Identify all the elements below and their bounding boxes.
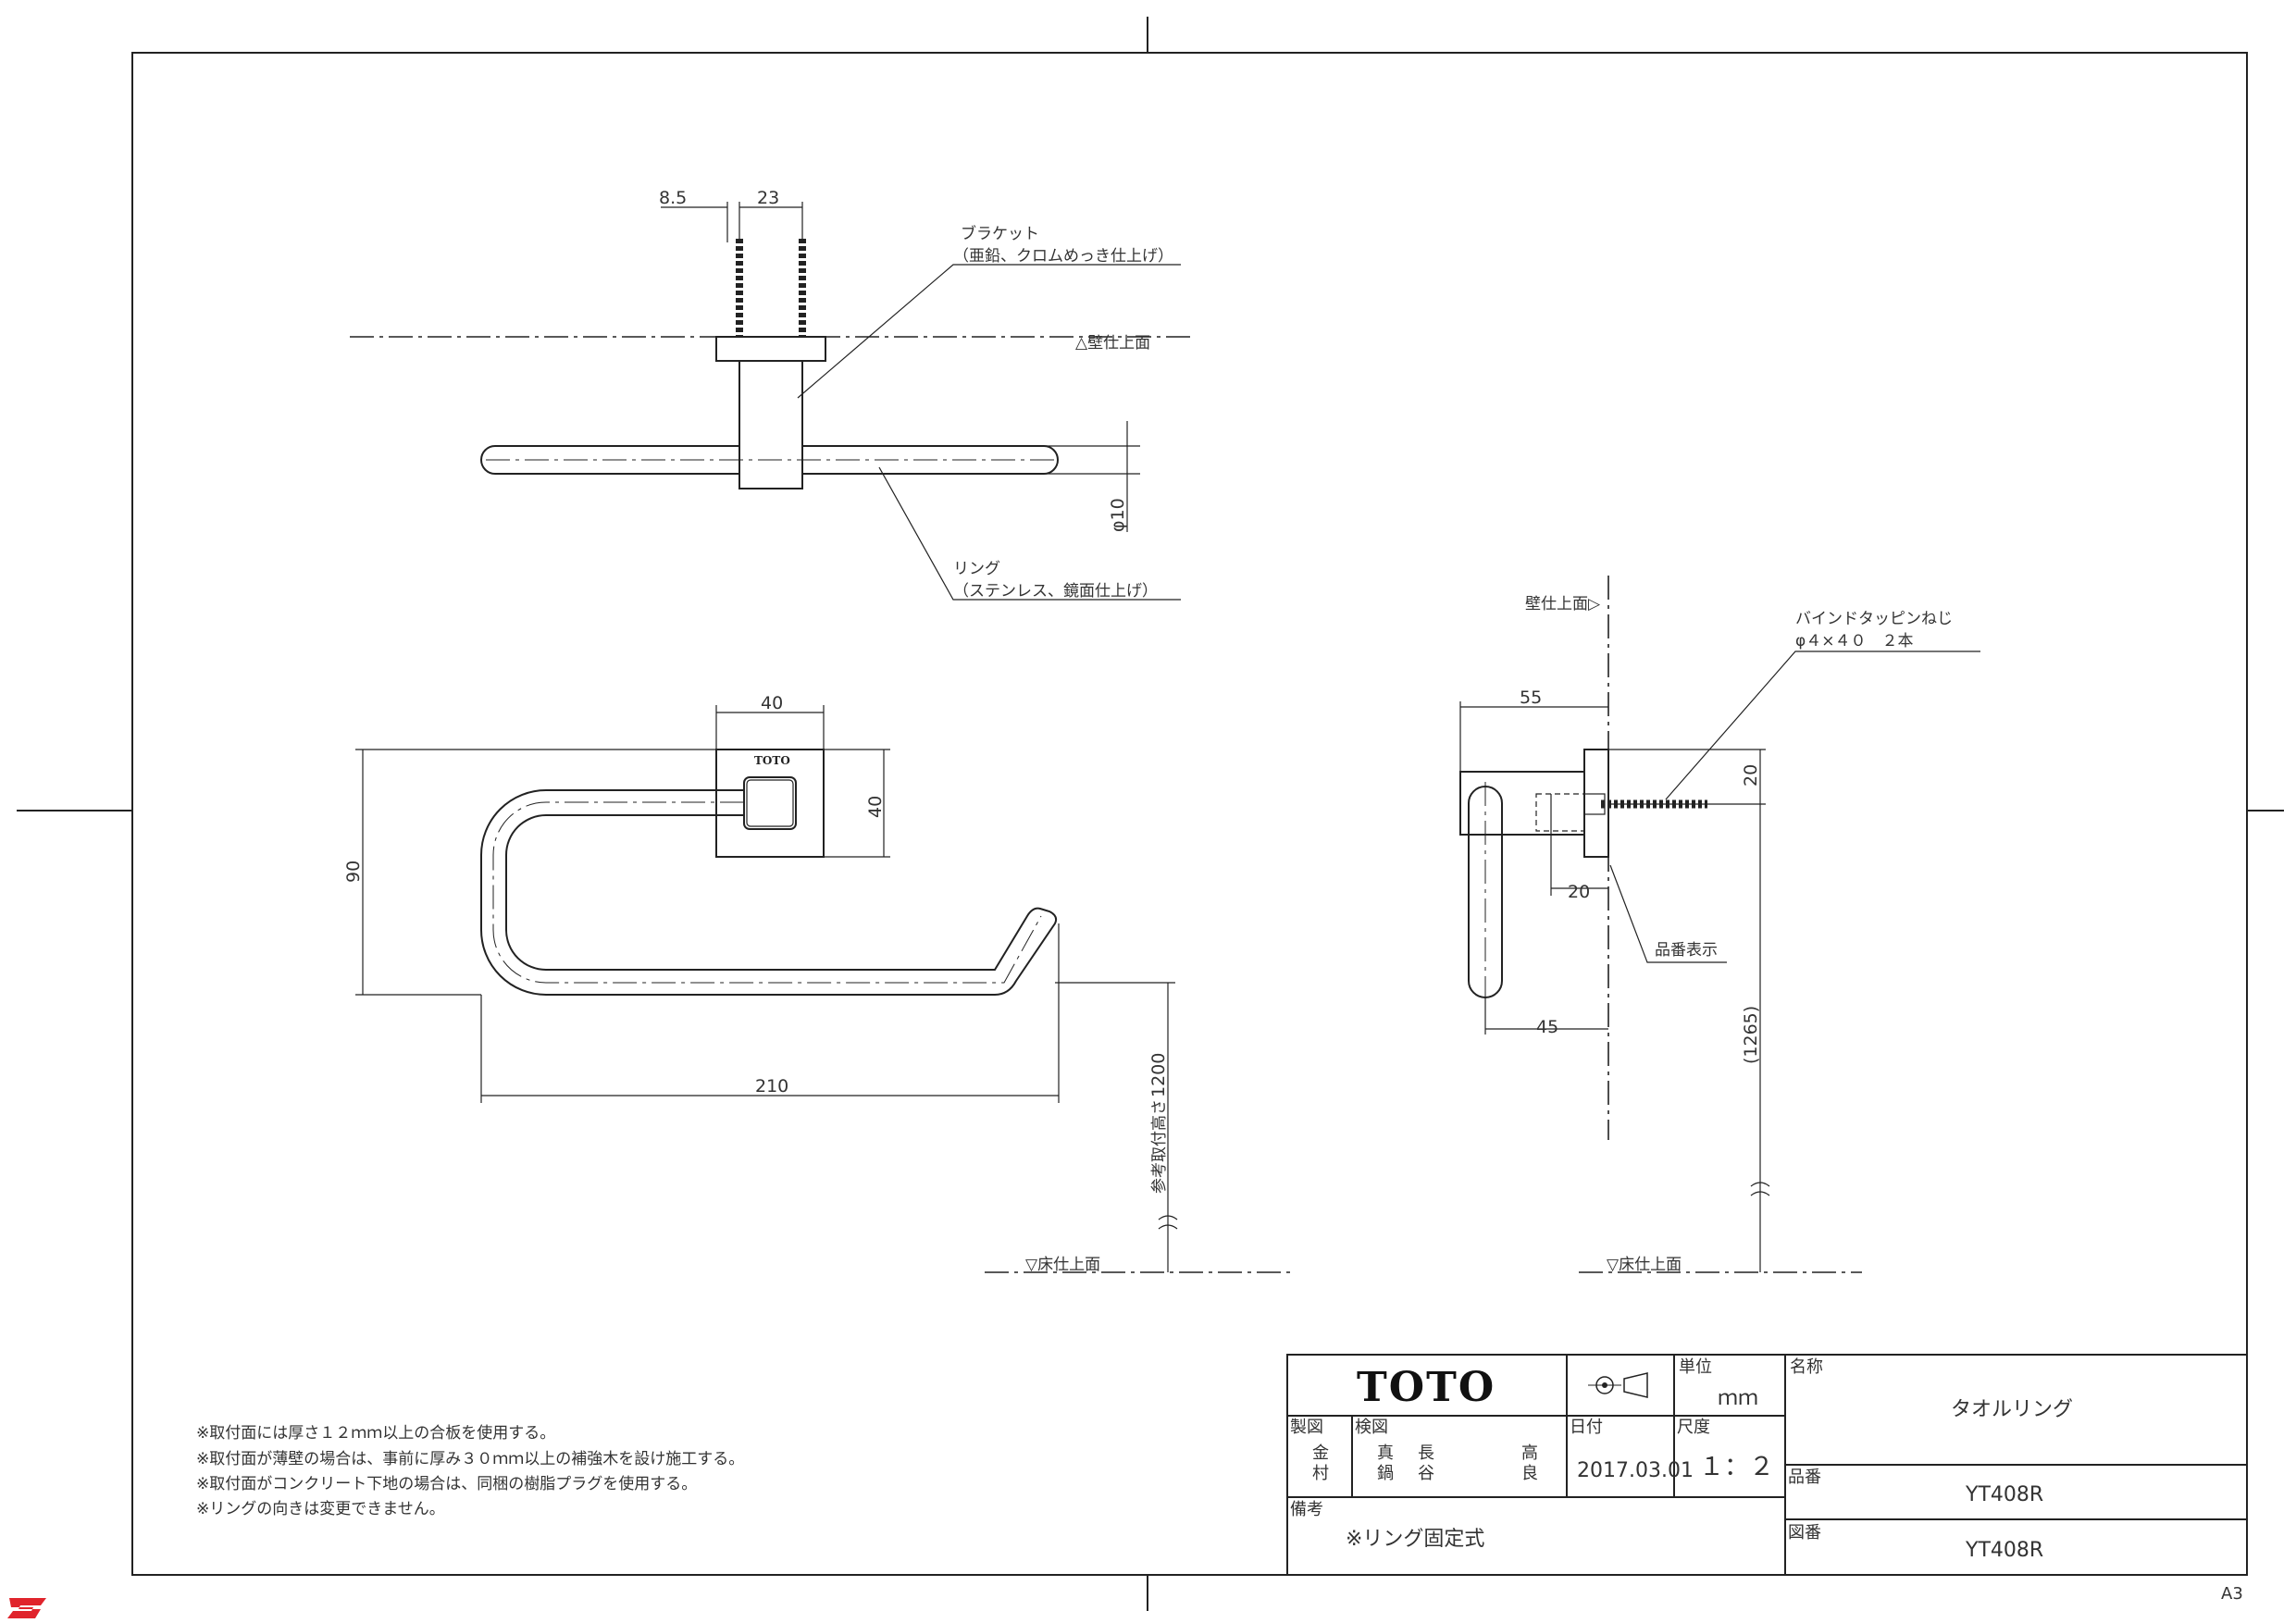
bracket-material: （亜鉛、クロムめっき仕上げ） — [953, 247, 1173, 266]
dim-55: 55 — [1520, 688, 1542, 708]
side-view — [1459, 576, 1980, 1273]
top-view — [350, 202, 1194, 601]
note-line: ※取付面がコンクリート下地の場合は、同梱の樹脂プラグを使用する。 — [196, 1474, 697, 1493]
product-name: タオルリング — [1951, 1398, 2073, 1421]
dim-210: 210 — [755, 1076, 788, 1096]
dim-phi10: φ10 — [1108, 498, 1128, 532]
part-no-label: 品番 — [1788, 1468, 1821, 1487]
scale-value: １：２ — [1699, 1453, 1774, 1481]
unit-label: 単位 — [1679, 1357, 1712, 1377]
floor-face-label-front: ▽床仕上面 — [1025, 1256, 1100, 1274]
ring-material: （ステンレス、鏡面仕上げ） — [953, 582, 1158, 601]
dim-45: 45 — [1536, 1017, 1558, 1037]
front-view — [355, 705, 1292, 1273]
title-block — [1286, 1354, 2248, 1576]
remarks-value: ※リング固定式 — [1346, 1528, 1484, 1551]
ring-label: リング — [953, 560, 1000, 578]
checker-3: 高 — [1521, 1443, 1538, 1463]
dim-40-side: 40 — [865, 796, 886, 818]
dim-90: 90 — [343, 861, 364, 883]
drawing-no-value: YT408R — [1965, 1539, 2043, 1562]
screw-spec: φ４×４０ ２本 — [1795, 632, 1913, 650]
name-label: 名称 — [1790, 1357, 1823, 1377]
note-line: ※リングの向きは変更できません。 — [196, 1500, 445, 1518]
scale-label: 尺度 — [1677, 1418, 1710, 1437]
checker-1: 真 — [1377, 1443, 1394, 1463]
drawing-no-label: 図番 — [1788, 1523, 1821, 1542]
toto-logo: TOTO — [1357, 1364, 1496, 1411]
wall-face-label-side: 壁仕上面▷ — [1525, 595, 1601, 613]
date-label: 日付 — [1570, 1418, 1603, 1437]
drawn-by: 金 — [1312, 1443, 1329, 1463]
sheet-frame — [17, 17, 2284, 1611]
dim-1265: (1265) — [1741, 1006, 1761, 1064]
wall-face-label-top: △壁仕上面 — [1075, 334, 1150, 353]
drawn-label: 製図 — [1290, 1418, 1323, 1437]
remarks-label: 備考 — [1290, 1500, 1323, 1519]
bracket-label: ブラケット — [961, 224, 1039, 243]
floor-face-label-side: ▽床仕上面 — [1607, 1256, 1682, 1274]
checker-2: 長 — [1418, 1443, 1434, 1463]
toto-mark: TOTO — [754, 754, 790, 767]
checker-3: 良 — [1521, 1464, 1538, 1483]
unit-value: ｍｍ — [1718, 1387, 1758, 1410]
checker-1: 鍋 — [1377, 1464, 1394, 1483]
checked-label: 検図 — [1355, 1418, 1388, 1437]
dim-40-top: 40 — [761, 693, 783, 713]
ref-height-value: 1200 — [1148, 1053, 1169, 1097]
dim-20-vertical: 20 — [1741, 764, 1761, 787]
note-line: ※取付面が薄壁の場合は、事前に厚み３０ｍｍ以上の補強木を設け施工する。 — [196, 1450, 744, 1468]
sheet-size: A3 — [2221, 1584, 2243, 1604]
general-notes: ※取付面には厚さ１２ｍｍ以上の合板を使用する。 ※取付面が薄壁の場合は、事前に厚… — [196, 1423, 744, 1518]
red-mark-icon — [7, 1598, 46, 1618]
dim-8-5: 8.5 — [659, 188, 687, 208]
dim-20-horizontal: 20 — [1568, 882, 1590, 902]
part-no-value: YT408R — [1965, 1483, 2043, 1506]
part-no-indicator-label: 品番表示 — [1655, 941, 1718, 960]
date-value: 2017.03.01 — [1577, 1459, 1694, 1482]
dim-23: 23 — [757, 188, 779, 208]
drawn-by: 村 — [1312, 1464, 1329, 1483]
note-line: ※取付面には厚さ１２ｍｍ以上の合板を使用する。 — [196, 1423, 555, 1443]
ref-height-label: 参考取付高さ — [1150, 1099, 1169, 1194]
checker-2: 谷 — [1418, 1464, 1434, 1483]
screw-label: バインドタッピンねじ — [1795, 610, 1953, 628]
